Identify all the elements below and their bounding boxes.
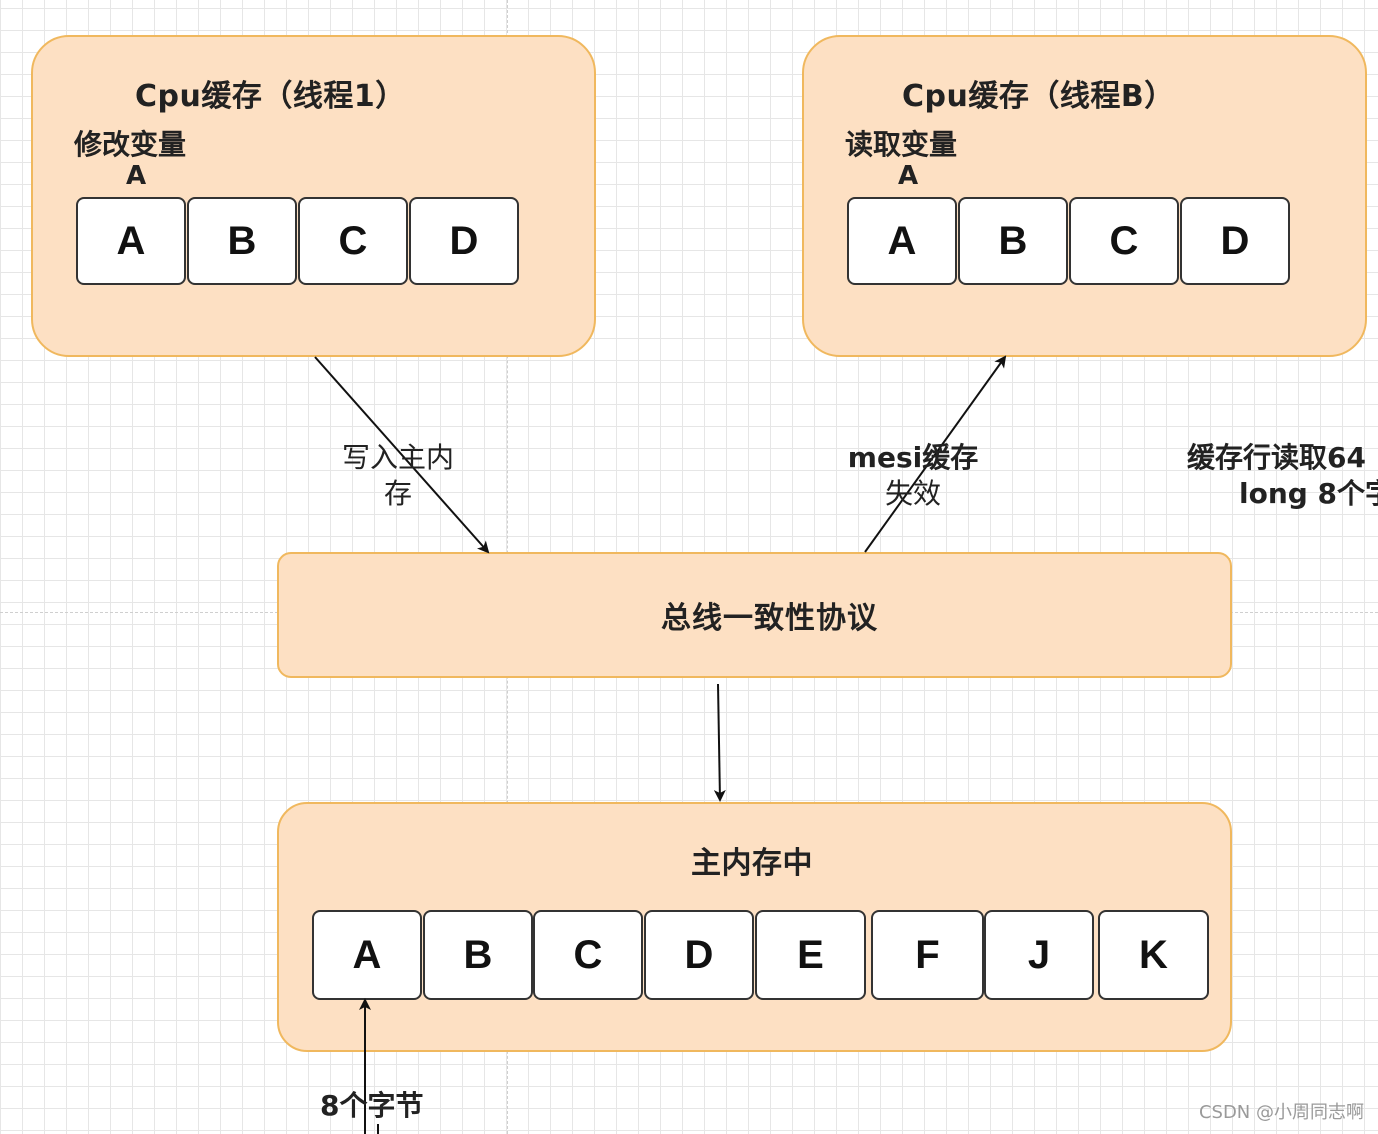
cache-threadB-operation: 读取变量 xyxy=(845,128,958,161)
invalidate-label-line1: mesi缓存 xyxy=(847,441,979,474)
cpu-cache-threadB[interactable]: Cpu缓存（线程B） 读取变量 A A B C D xyxy=(802,35,1367,357)
memory-cell-e[interactable]: E xyxy=(755,910,866,1000)
main-memory-title: 主内存中 xyxy=(691,846,813,881)
write-to-memory-label: 写入主内 存 xyxy=(330,440,466,512)
watermark: CSDN @小周同志啊 xyxy=(1198,1102,1364,1123)
bus-to-memory-arrow xyxy=(713,683,726,802)
memory-cell-b[interactable]: B xyxy=(423,910,533,1000)
cpu-cache-thread1[interactable]: Cpu缓存（线程1） 修改变量 A A B C D xyxy=(31,35,596,357)
cache-thread1-cell-d[interactable]: D xyxy=(409,197,519,285)
cache-threadB-cell-a[interactable]: A xyxy=(847,197,957,285)
memory-cell-c[interactable]: C xyxy=(533,910,643,1000)
cache-threadB-cell-b[interactable]: B xyxy=(958,197,1068,285)
cache-line-note: 缓存行读取64 long 8个字 xyxy=(1187,440,1378,512)
cache-line-note-line1: 缓存行读取64 xyxy=(1187,441,1366,474)
memory-cell-d[interactable]: D xyxy=(644,910,754,1000)
cache-thread1-title: Cpu缓存（线程1） xyxy=(135,79,406,114)
memory-cell-k[interactable]: K xyxy=(1098,910,1209,1000)
invalidate-label-line2: 失效 xyxy=(884,477,941,510)
mesi-invalidate-arrow xyxy=(864,355,1007,553)
write-label-line2: 存 xyxy=(383,477,412,510)
eight-bytes-label: 8个字节 xyxy=(320,1089,424,1122)
memory-cell-j[interactable]: J xyxy=(984,910,1094,1000)
cache-thread1-cell-b[interactable]: B xyxy=(187,197,297,285)
cache-thread1-operation: 修改变量 xyxy=(74,128,187,161)
cache-thread1-marker: A xyxy=(126,161,147,191)
mesi-invalidate-label: mesi缓存 失效 xyxy=(838,440,988,512)
bus-coherence-protocol[interactable]: 总线一致性协议 xyxy=(277,552,1232,678)
memory-cell-a[interactable]: A xyxy=(312,910,422,1000)
main-memory[interactable]: 主内存中 A B C D E F J K xyxy=(277,802,1232,1052)
cache-thread1-cell-a[interactable]: A xyxy=(76,197,186,285)
cache-thread1-cell-c[interactable]: C xyxy=(298,197,408,285)
cache-threadB-cell-d[interactable]: D xyxy=(1180,197,1290,285)
cache-line-note-line2: long 8个字 xyxy=(1239,477,1378,510)
cache-threadB-title: Cpu缓存（线程B） xyxy=(902,79,1175,114)
cache-threadB-marker: A xyxy=(898,161,919,191)
bus-label: 总线一致性协议 xyxy=(661,601,878,636)
memory-cell-f[interactable]: F xyxy=(871,910,984,1000)
write-to-memory-arrow xyxy=(314,356,490,554)
write-label-line1: 写入主内 xyxy=(341,441,454,474)
cache-threadB-cell-c[interactable]: C xyxy=(1069,197,1179,285)
